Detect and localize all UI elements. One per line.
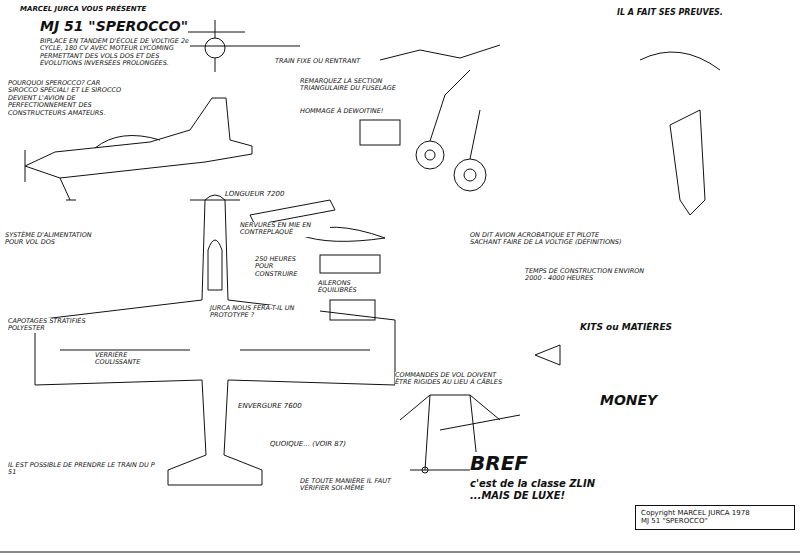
time-note: TEMPS DE CONSTRUCTION ENVIRON 2000 - 400…: [525, 268, 655, 283]
title-block-text: MJ 51 "SPEROCCO": [641, 517, 789, 525]
fuel-note: SYSTÈME D'ALIMENTATION POUR VOL DOS: [5, 232, 95, 247]
canopy-note: VERRIÈRE COULISSANTE: [95, 352, 170, 367]
rib-note: NERVURES EN MIE EN CONTREPLAQUÉ: [240, 222, 330, 237]
controls-note: COMMANDES DE VOL DOIVENT ÊTRE RIGIDES AU…: [395, 372, 505, 387]
note: DE TOUTE MANIÈRE IL FAUT VÉRIFIER SOI-MÊ…: [300, 478, 420, 493]
heading-note: IL A FAIT SES PREUVES.: [617, 8, 723, 17]
gear-note: IL EST POSSIBLE DE PRENDRE LE TRAIN DU P…: [8, 462, 158, 477]
aileron-note: AILERONS ÉQUILIBRÉS: [318, 280, 388, 295]
money-note: MONEY: [600, 392, 657, 408]
dimension: ENVERGURE 7600: [238, 402, 302, 410]
note: QUOIQUE... (VOIR 87): [270, 440, 346, 448]
presenter-note: MARCEL JURCA VOUS PRÉSENTE: [20, 5, 146, 13]
description-note: BIPLACE EN TANDEM D'ÉCOLE DE VOLTIGE 2e …: [40, 38, 190, 68]
title-block: Copyright MARCEL JURCA 1978MJ 51 "SPEROC…: [635, 505, 795, 530]
prototype-note: JURCA NOUS FERA-T-IL UN PROTOTYPE ?: [210, 305, 320, 320]
kit-note: KITS ou MATIÈRES: [580, 322, 672, 332]
plan-title: MJ 51 "SPEROCCO": [40, 18, 188, 34]
cowling-note: CAPOTAGES STRATIFIÉS POLYESTER: [8, 318, 98, 333]
slogan: c'est de la classe ZLIN ...MAIS DE LUXE!: [470, 478, 610, 501]
gear-note: TRAIN FIXE OU RENTRANT: [275, 58, 360, 65]
slogan: BREF: [470, 452, 528, 475]
name-note: POURQUOI SPEROCCO? CAR SIROCCO SPÉCIAL! …: [8, 80, 128, 117]
note: HOMMAGE À DEWOITINE!: [300, 108, 383, 115]
dimension: LONGUEUR 7200: [225, 190, 284, 198]
title-block-text: Copyright MARCEL JURCA 1978: [641, 509, 789, 517]
section-note: REMARQUEZ LA SECTION TRIANGULAIRE DU FUS…: [300, 78, 430, 93]
time-note: 250 HEURES POUR CONSTRUIRE: [255, 256, 315, 278]
definition-note: ON DIT AVION ACROBATIQUE ET PILOTE SACHA…: [470, 232, 630, 247]
